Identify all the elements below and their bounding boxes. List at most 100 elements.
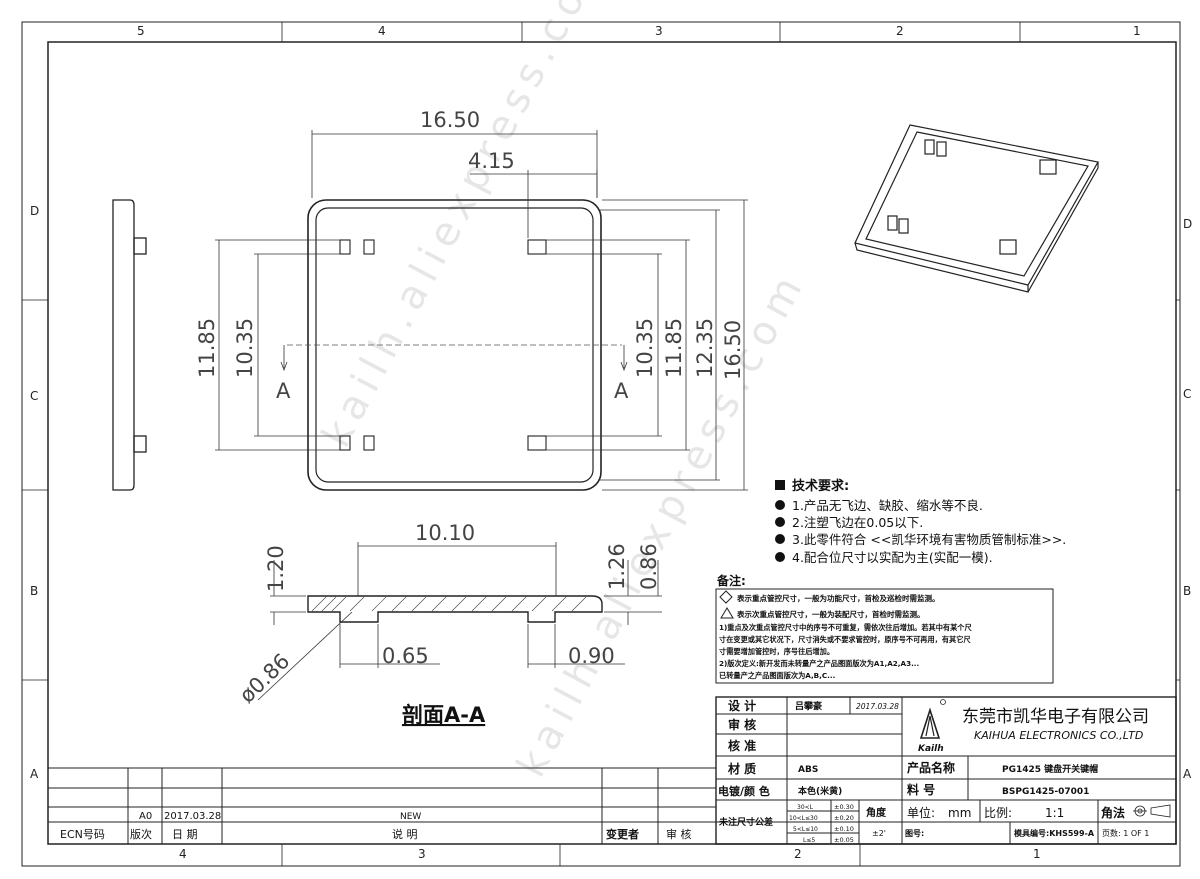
tb-scale: 1:1 — [1045, 806, 1064, 820]
zone-ticks — [22, 22, 1180, 866]
triangle-icon — [720, 607, 734, 619]
tb-scale-label: 比例: — [984, 806, 1012, 820]
section-marker-left: A — [276, 379, 291, 403]
tech-item-4: 4.配合位尺寸以实配为主(实配一模). — [792, 550, 993, 565]
rev-ecn-label: ECN号码 — [60, 828, 105, 841]
dim-right-inner: 10.35 — [633, 318, 657, 378]
zone-left-b: B — [30, 584, 38, 598]
zone-bottom-4: 4 — [179, 847, 187, 861]
tb-tol-range-2: 10<L≤30 — [789, 815, 818, 822]
diamond-icon — [719, 590, 733, 604]
rev-review-label: 审 核 — [666, 827, 692, 841]
notes-line-5: 寸需要增加管控时，序号往后增加。 — [719, 647, 834, 656]
notes-line-6: 2)版次定义:新开发而未转量产之产品图面版次为A1,A2,A3... — [719, 659, 919, 668]
tech-bullet-4 — [775, 552, 785, 562]
tb-review-label: 审 核 — [728, 717, 756, 732]
dim-right-outer: 16.50 — [721, 320, 745, 380]
tech-bullet-1 — [775, 500, 785, 510]
rev-date: 2017.03.28 — [164, 811, 221, 822]
outer-border — [21, 21, 1181, 867]
zone-left-d: D — [30, 204, 39, 218]
notes-line-2: 表示次重点管控尺寸，一般为装配尺寸，首检时需监测。 — [737, 609, 925, 619]
rev-date-label: 日 期 — [172, 828, 198, 841]
inner-border — [47, 41, 1177, 845]
rev-rev-label: 版次 — [130, 827, 152, 841]
tb-material-label: 材 质 — [727, 761, 756, 776]
dim-right-mid: 11.85 — [662, 318, 686, 378]
tb-plating-label: 电镀/颜 色 — [718, 784, 770, 798]
tb-tol-value-2: ±0.20 — [834, 814, 854, 822]
rev-desc: NEW — [400, 812, 421, 822]
logo-text: Kailh — [918, 744, 944, 754]
zone-bottom-2: 2 — [794, 847, 802, 861]
front-view — [280, 199, 628, 491]
tb-approve-label: 核 准 — [728, 738, 756, 753]
tb-design-label: 设 计 — [728, 698, 756, 713]
tb-unit: mm — [948, 806, 971, 820]
zone-top-5: 5 — [137, 24, 145, 38]
title-block-grid — [715, 696, 1177, 845]
tb-part-no: BSPG1425-07001 — [1002, 787, 1089, 797]
dim-gap-left: 0.65 — [382, 644, 429, 668]
zone-left-c: C — [30, 389, 38, 403]
front-dimension-lines — [215, 130, 748, 491]
company-name-cn: 东莞市凯华电子有限公司 — [962, 707, 1149, 727]
revision-table-grid — [48, 767, 716, 844]
dim-section-r1: 1.26 — [605, 543, 629, 590]
tb-unit-label: 单位: — [907, 805, 935, 820]
notes-line-7: 已转量产之产品图面版次为A,B,C... — [719, 671, 835, 680]
dim-offset: 4.15 — [468, 149, 515, 173]
tb-projection-label: 角法 — [1101, 805, 1125, 820]
tb-mold: 模具编号:KHS599-A — [1014, 828, 1095, 838]
tb-product-label: 产品名称 — [907, 760, 955, 775]
tb-product-name: PG1425 键盘开关键帽 — [1002, 763, 1098, 775]
kailh-logo-icon — [919, 699, 946, 739]
notes-line-1: 表示重点管控尺寸，一般为功能尺寸，首检及巡检时需监测。 — [737, 593, 940, 603]
zone-top-3: 3 — [655, 24, 663, 38]
section-title: 剖面A-A — [402, 703, 486, 727]
dim-section-r2: 0.86 — [637, 543, 661, 590]
tech-item-1: 1.产品无飞边、缺胶、缩水等不良. — [792, 498, 983, 513]
dim-left-outer: 11.85 — [195, 318, 219, 378]
tb-tol-value-1: ±0.30 — [834, 803, 854, 811]
zone-top-2: 2 — [896, 24, 904, 38]
tb-material: ABS — [798, 765, 818, 775]
zone-bottom-1: 1 — [1033, 847, 1041, 861]
zone-top-1: 1 — [1133, 24, 1141, 38]
tb-design-date: 2017.03.28 — [856, 702, 899, 711]
notes-box — [715, 588, 1054, 684]
projection-icon — [1133, 804, 1171, 818]
zone-right-c: C — [1183, 387, 1191, 401]
watermark-text: kailh.aliexpress.com — [313, 0, 620, 455]
tb-color: 本色(米黄) — [798, 785, 842, 797]
dim-gap-right: 0.90 — [568, 644, 615, 668]
isometric-view — [854, 124, 1099, 293]
zone-top-4: 4 — [378, 24, 386, 38]
notes-line-3: 1)重点及次重点管控尺寸中的序号不可重复，需依次往后增加。若其中有某个尺 — [719, 623, 972, 632]
tb-tolerance-label: 未注尺寸公差 — [718, 816, 773, 828]
dim-diameter: ø0.86 — [235, 649, 295, 708]
dim-section-width: 10.10 — [415, 521, 475, 545]
notes-line-4: 寸在变更或其它状况下，尺寸消失或不要求管控时，原序号不可再用，有其它尺 — [719, 635, 971, 644]
tech-bullet-3 — [775, 534, 785, 544]
rev-desc-label: 说 明 — [392, 827, 418, 841]
rev-value: A0 — [139, 811, 152, 822]
dim-right-mid2: 12.35 — [693, 318, 717, 378]
zone-right-b: B — [1183, 584, 1191, 598]
tech-item-2: 2.注塑飞边在0.05以下. — [792, 515, 923, 530]
tb-tol-value-3: ±0.10 — [834, 825, 854, 833]
rev-changer-label: 变更者 — [606, 827, 639, 841]
dim-left-inner: 10.35 — [233, 318, 257, 378]
tb-tol-range-1: 30<L — [797, 804, 814, 811]
dim-width-outer: 16.50 — [420, 108, 480, 132]
tb-tol-range-4: L≤5 — [803, 837, 815, 844]
tb-pages: 页数: 1 OF 1 — [1102, 828, 1149, 838]
tech-bullet-2 — [775, 517, 785, 527]
dim-section-height: 1.20 — [264, 545, 288, 592]
tb-angle-value: ±2' — [872, 829, 886, 838]
zone-right-a: A — [1183, 767, 1192, 781]
company-name-en: KAIHUA ELECTRONICS CO.,LTD — [974, 729, 1143, 742]
tb-part-label: 料 号 — [907, 782, 935, 797]
notes-heading: 备注: — [716, 573, 746, 588]
